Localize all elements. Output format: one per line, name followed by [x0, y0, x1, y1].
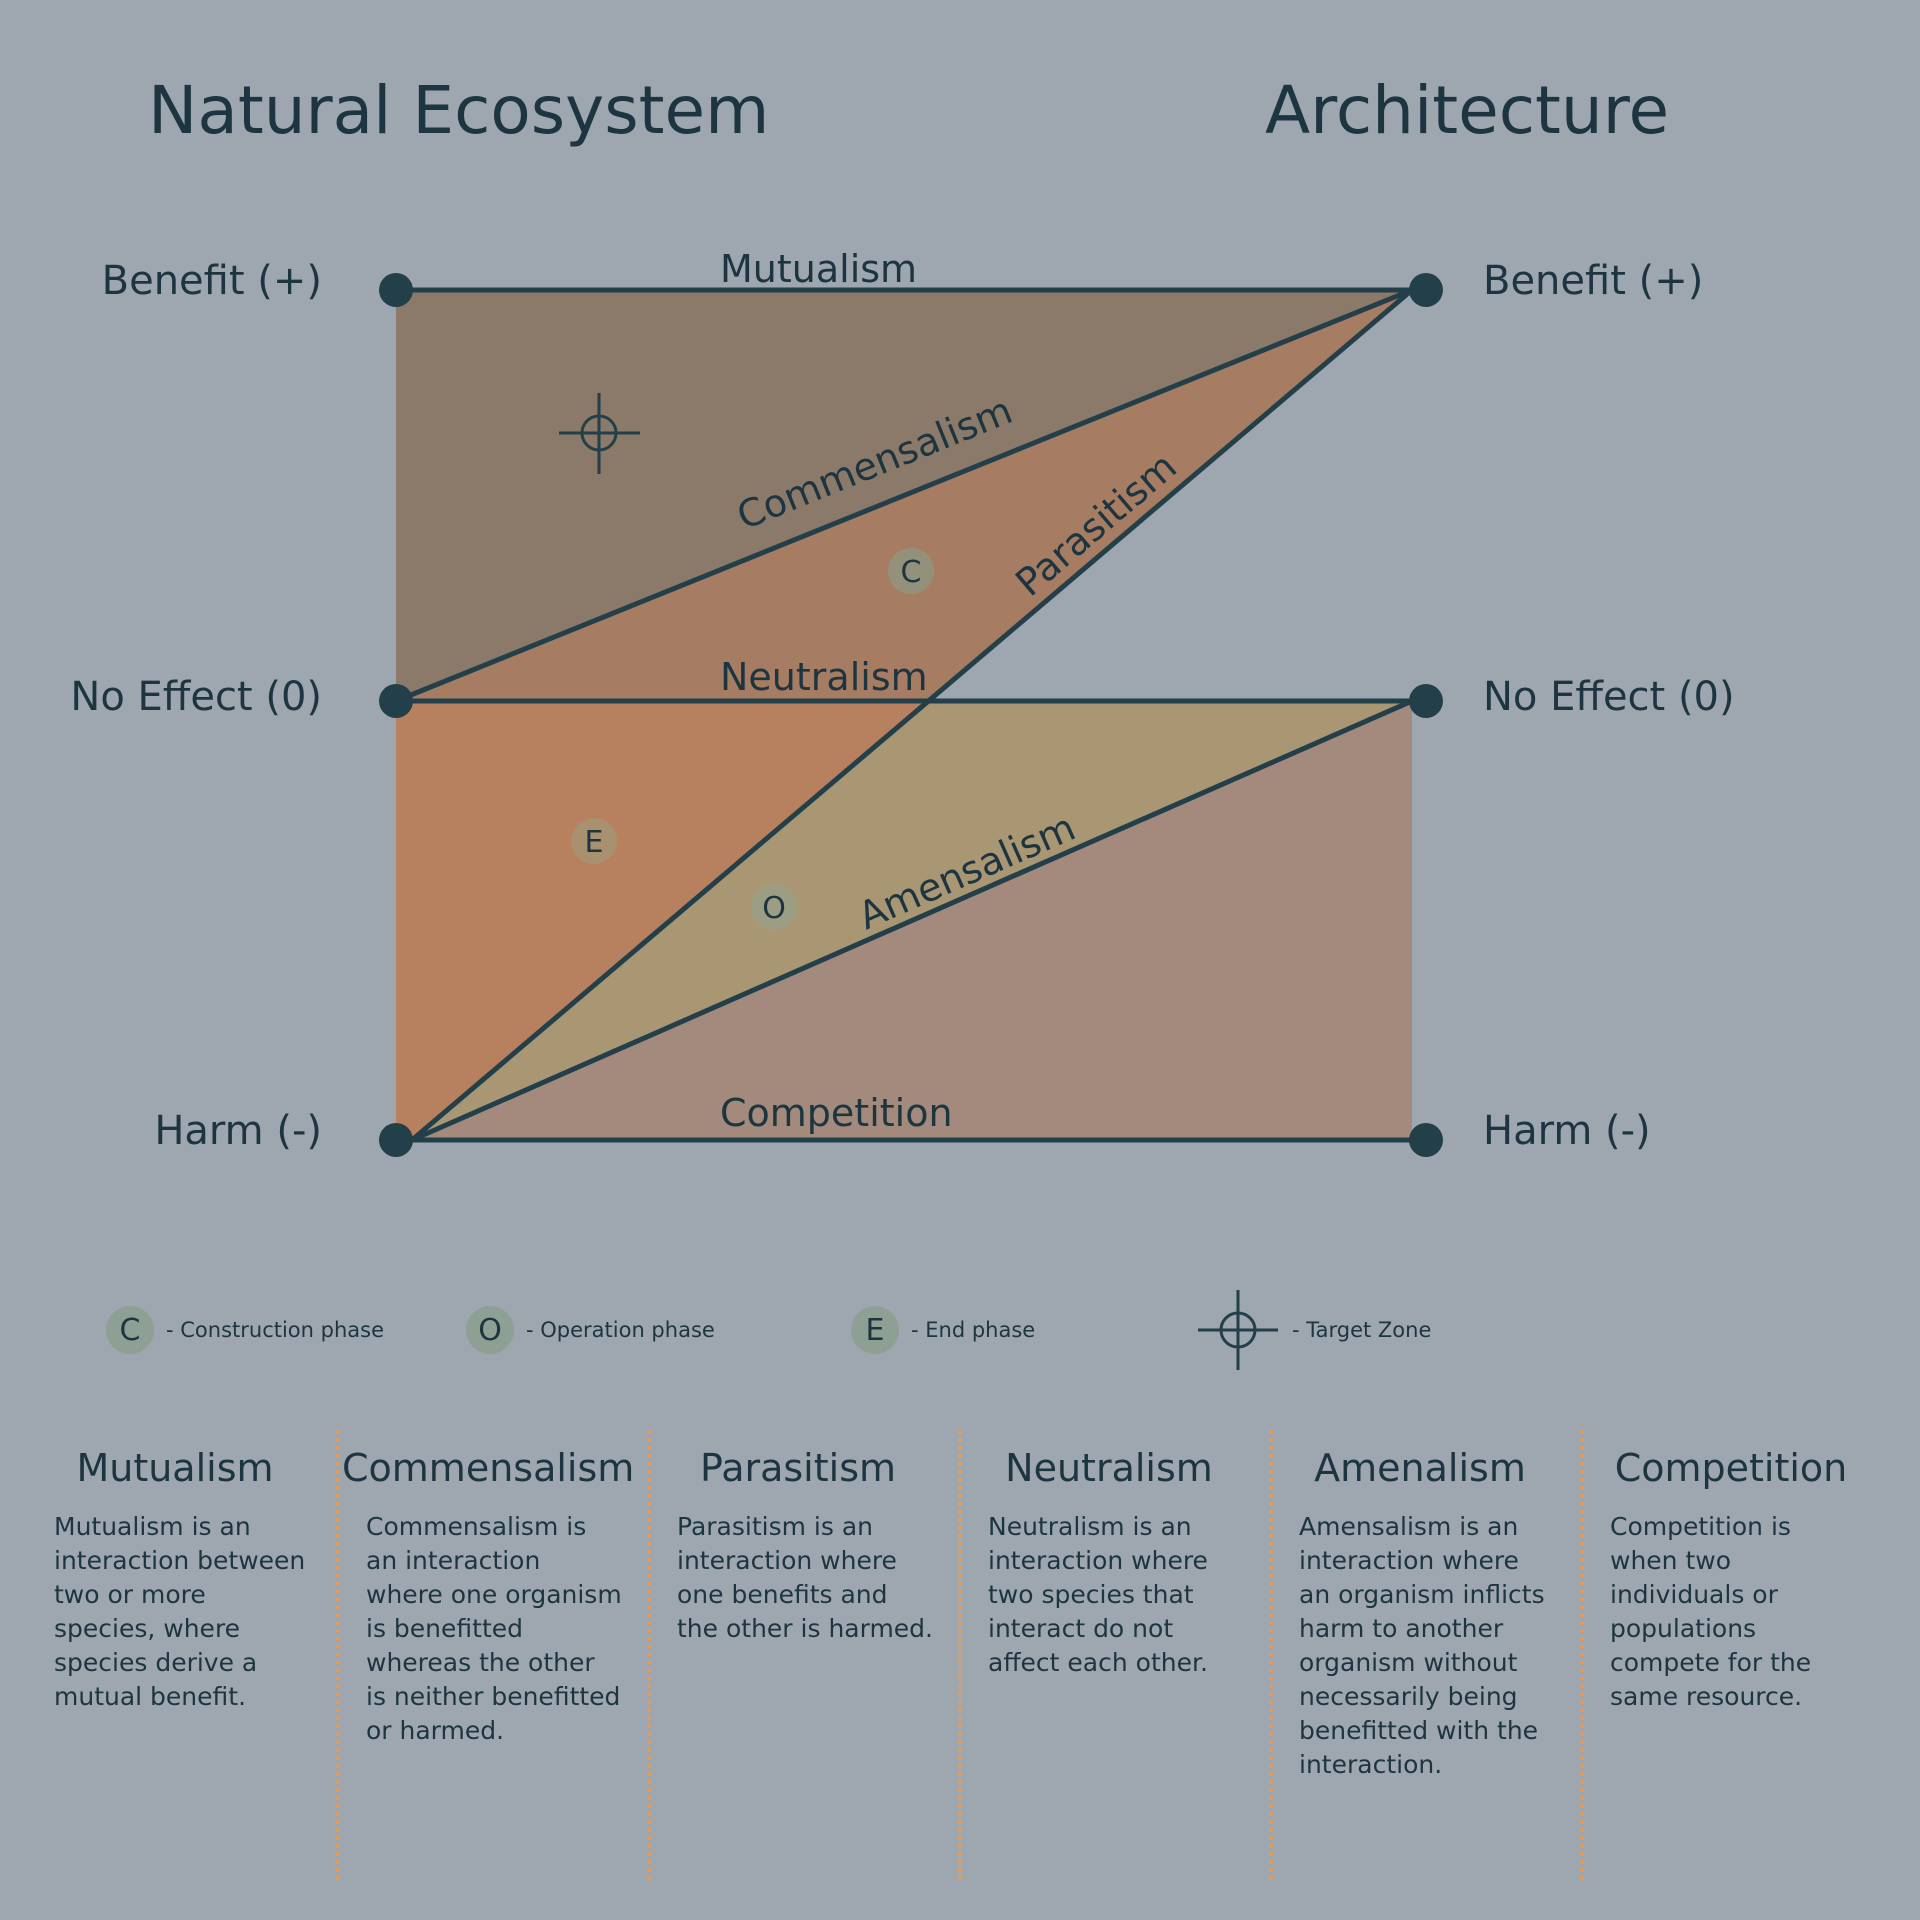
competition-label: Competition	[720, 1091, 953, 1135]
definition-title: Amenalism	[1314, 1446, 1526, 1490]
column-divider	[1269, 1430, 1273, 1880]
column-divider	[336, 1430, 340, 1880]
definition-title: Neutralism	[1005, 1446, 1213, 1490]
legend-end: E - End phase	[851, 1304, 1035, 1356]
end-marker-label: E	[585, 825, 604, 860]
natural-ecosystem-title: Natural Ecosystem	[148, 72, 770, 149]
left-harm-label: Harm (-)	[154, 1108, 322, 1154]
legend-construction-text: - Construction phase	[166, 1318, 385, 1342]
right-no-effect-node	[1409, 684, 1443, 718]
construction-marker	[888, 548, 934, 594]
right-harm-label: Harm (-)	[1483, 1108, 1651, 1154]
operation-marker	[751, 884, 797, 930]
interaction-diagram: Mutualism Neutralism Competition Commens…	[379, 247, 1443, 1157]
legend-operation-text: - Operation phase	[526, 1318, 715, 1342]
right-benefit-node	[1409, 273, 1443, 307]
column-divider	[647, 1430, 651, 1880]
definition-title: Competition	[1614, 1446, 1848, 1490]
definition-amensalism: Amenalism Amensalism is an interaction w…	[1275, 1430, 1565, 1782]
definition-commensalism: Commensalism Commensalism is an interact…	[342, 1430, 635, 1748]
construction-badge: C	[106, 1306, 154, 1354]
left-benefit-node	[379, 273, 413, 307]
definition-text: Neutralism is an interaction where two s…	[988, 1512, 1208, 1677]
definitions-section: Mutualism Mutualism is an interaction be…	[0, 1430, 1920, 1880]
left-no-effect-node	[379, 684, 413, 718]
legend-operation: O - Operation phase	[466, 1304, 715, 1356]
definition-title: Mutualism	[76, 1446, 274, 1490]
definition-text: Parasitism is an interaction where one b…	[677, 1512, 933, 1643]
construction-marker-label: C	[901, 555, 922, 590]
legend-target: - Target Zone	[1196, 1290, 1431, 1370]
definition-text: Competition is when two individuals or p…	[1610, 1512, 1812, 1711]
right-harm-node	[1409, 1123, 1443, 1157]
column-divider	[958, 1430, 962, 1880]
left-benefit-label: Benefit (+)	[101, 258, 322, 304]
definition-text: Mutualism is an interaction between two …	[54, 1512, 306, 1711]
column-divider	[1580, 1430, 1584, 1880]
definition-parasitism: Parasitism Parasitism is an interaction …	[653, 1430, 943, 1646]
architecture-title: Architecture	[1265, 72, 1670, 149]
definition-text: Amensalism is an interaction where an or…	[1299, 1512, 1545, 1779]
definition-neutralism: Neutralism Neutralism is an interaction …	[964, 1430, 1254, 1680]
right-benefit-label: Benefit (+)	[1483, 258, 1704, 304]
left-no-effect-label: No Effect (0)	[70, 674, 322, 720]
right-no-effect-label: No Effect (0)	[1483, 674, 1735, 720]
crosshair-icon	[559, 393, 640, 474]
definition-title: Parasitism	[699, 1446, 897, 1490]
legend-end-text: - End phase	[911, 1318, 1036, 1342]
definition-competition: Competition Competition is when two indi…	[1586, 1430, 1876, 1714]
legend-target-text: - Target Zone	[1292, 1318, 1432, 1342]
end-badge: E	[851, 1306, 899, 1354]
amensalism-line	[409, 698, 1415, 1143]
commensalism-line	[393, 287, 1415, 704]
operation-marker-label: O	[762, 891, 786, 926]
legend-construction: C - Construction phase	[106, 1304, 384, 1356]
operation-badge: O	[466, 1306, 514, 1354]
definition-text: Commensalism is an interaction where one…	[366, 1512, 622, 1745]
mutualism-label: Mutualism	[720, 247, 917, 291]
definition-title: Commensalism	[342, 1446, 635, 1490]
end-marker	[571, 818, 617, 864]
definition-mutualism: Mutualism Mutualism is an interaction be…	[30, 1430, 320, 1714]
left-harm-node	[379, 1123, 413, 1157]
crosshair-icon	[1198, 1290, 1278, 1370]
neutralism-label: Neutralism	[720, 655, 928, 699]
parasitism-line	[409, 287, 1415, 1143]
